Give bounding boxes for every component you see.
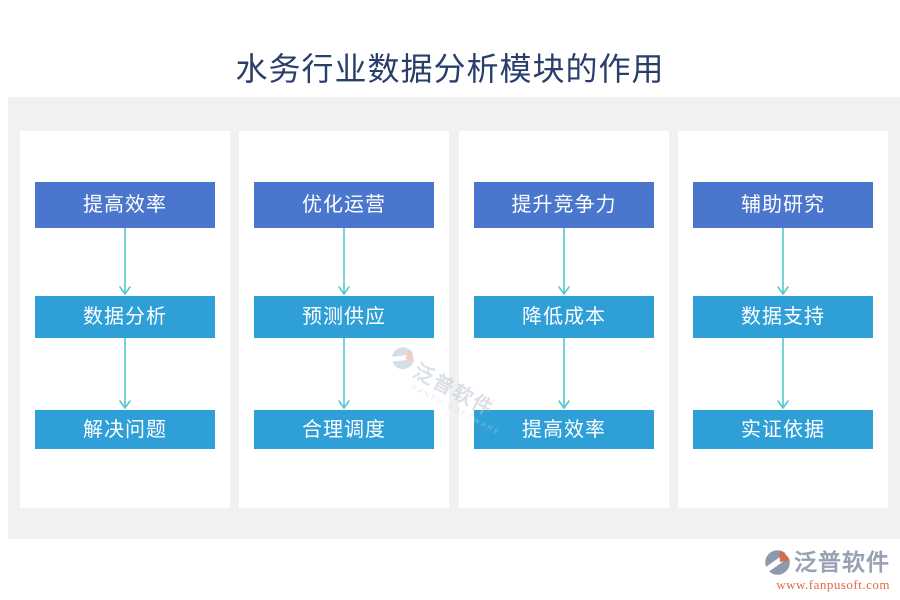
flow-box: 解决问题 bbox=[35, 410, 215, 449]
flow-box: 辅助研究 bbox=[693, 182, 873, 228]
brand-name: 泛普软件 bbox=[794, 549, 890, 575]
flow-box: 提高效率 bbox=[474, 410, 654, 449]
brand-logo: 泛普软件 www.fanpusoft.com bbox=[764, 549, 890, 593]
flow-box: 优化运营 bbox=[254, 182, 434, 228]
flow-box: 提升竞争力 bbox=[474, 182, 654, 228]
flow-column-4: 辅助研究 数据支持 实证依据 bbox=[678, 131, 888, 508]
brand-url: www.fanpusoft.com bbox=[776, 577, 890, 592]
panel-background: 提高效率 数据分析 解决问题 优化运营 预测供应 合理调度 提升竞争力 bbox=[8, 97, 900, 539]
flow-box: 预测供应 bbox=[254, 296, 434, 338]
page-title: 水务行业数据分析模块的作用 bbox=[235, 51, 665, 87]
flow-column-2: 优化运营 预测供应 合理调度 bbox=[239, 131, 449, 508]
fanpu-logo-icon bbox=[764, 549, 791, 576]
flow-box: 数据支持 bbox=[693, 296, 873, 338]
flow-box: 实证依据 bbox=[693, 410, 873, 449]
arrow-down-icon bbox=[557, 338, 571, 410]
flow-box: 数据分析 bbox=[35, 296, 215, 338]
flow-column-3: 提升竞争力 降低成本 提高效率 bbox=[459, 131, 669, 508]
arrow-down-icon bbox=[337, 228, 351, 296]
flow-box: 提高效率 bbox=[35, 182, 215, 228]
arrow-down-icon bbox=[118, 338, 132, 410]
arrow-down-icon bbox=[557, 228, 571, 296]
flow-box: 合理调度 bbox=[254, 410, 434, 449]
arrow-down-icon bbox=[337, 338, 351, 410]
arrow-down-icon bbox=[776, 338, 790, 410]
flow-box: 降低成本 bbox=[474, 296, 654, 338]
flow-column-1: 提高效率 数据分析 解决问题 bbox=[20, 131, 230, 508]
arrow-down-icon bbox=[118, 228, 132, 296]
arrow-down-icon bbox=[776, 228, 790, 296]
